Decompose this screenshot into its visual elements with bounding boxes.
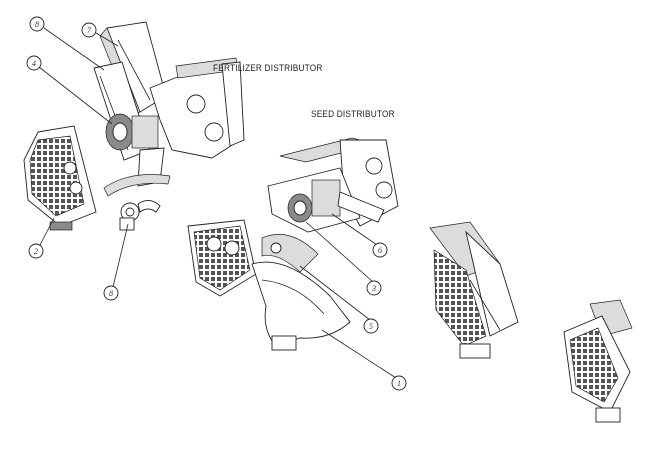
callout-1: 8 bbox=[29, 16, 45, 32]
callout-leaders bbox=[38, 27, 397, 379]
fertilizer-distributor-label: FERTILIZER DISTRIBUTOR bbox=[213, 63, 323, 73]
svg-text:2: 2 bbox=[34, 247, 38, 256]
callout-2: 7 bbox=[81, 22, 97, 38]
callout-7: 3 bbox=[366, 280, 382, 296]
svg-text:6: 6 bbox=[378, 246, 382, 255]
callout-4: 2 bbox=[28, 243, 44, 259]
fertilizer-distributor-assembly bbox=[93, 21, 245, 187]
callout-5: 8 bbox=[103, 285, 119, 301]
fertilizer-cover-part bbox=[23, 125, 97, 231]
seed-distributor-label: SEED DISTRIBUTOR bbox=[311, 109, 395, 119]
svg-text:5: 5 bbox=[369, 322, 373, 331]
callout-9: 1 bbox=[391, 375, 407, 391]
assembled-view-rear bbox=[563, 299, 633, 423]
callout-3: 4 bbox=[26, 55, 42, 71]
svg-text:8: 8 bbox=[35, 20, 39, 29]
svg-text:7: 7 bbox=[87, 26, 92, 35]
hook-part bbox=[103, 174, 171, 231]
callout-8: 5 bbox=[363, 318, 379, 334]
svg-text:4: 4 bbox=[32, 59, 36, 68]
callout-6: 6 bbox=[372, 242, 388, 258]
seed-distributor-assembly bbox=[267, 137, 399, 233]
main-housing-part bbox=[187, 219, 351, 351]
svg-text:1: 1 bbox=[397, 379, 401, 388]
svg-text:3: 3 bbox=[371, 284, 376, 293]
svg-text:8: 8 bbox=[109, 289, 113, 298]
assembled-view-front bbox=[429, 221, 519, 359]
